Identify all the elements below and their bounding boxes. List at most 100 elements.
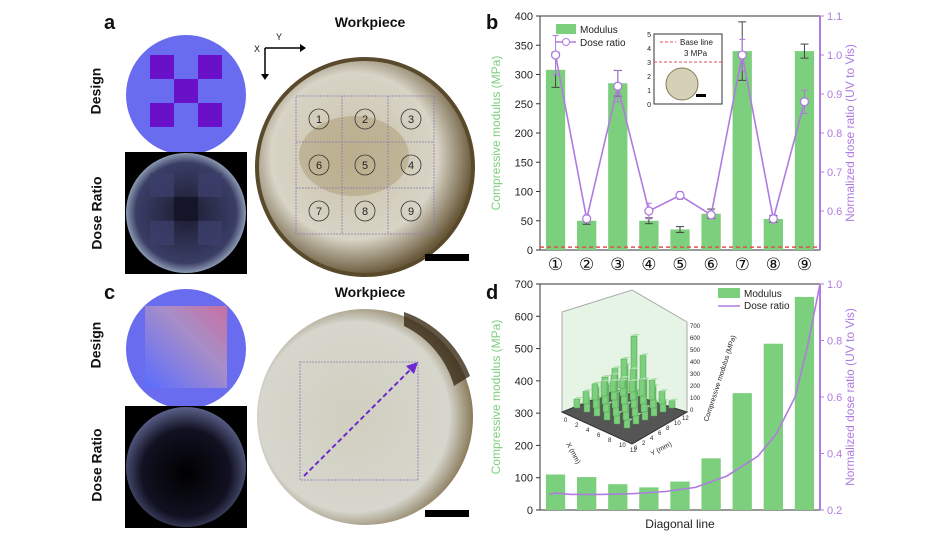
workpiece-photo-c (257, 309, 473, 525)
x-tick-label: ⑤ (672, 255, 687, 274)
bar-modulus (577, 477, 597, 510)
y-tick-label: 200 (515, 128, 533, 140)
inset-y-tick-label: 1 (647, 88, 651, 95)
inset-3d-y-tick: 6 (658, 431, 662, 437)
inset-3d-bar-top (612, 366, 621, 369)
chart-d-modulus-dose: 01002003004005006007000.20.40.60.81.0Dia… (489, 279, 857, 531)
cell-label: 7 (316, 206, 322, 218)
scale-bar-a (425, 254, 469, 261)
design-label-a: Design (87, 67, 104, 115)
y-tick-label: 0 (527, 245, 533, 257)
x-tick-label: ③ (610, 255, 625, 274)
inset-3d-bar-top (659, 389, 668, 392)
dose-ratio-point (706, 210, 716, 220)
axis-x-label: X (254, 44, 261, 54)
inset-y-tick-label: 0 (647, 102, 651, 109)
inset-3d-bar-top (592, 381, 601, 384)
bar-modulus (670, 481, 690, 510)
panel-label-d: d (486, 282, 499, 304)
inset-legend-value: 3 MPa (684, 49, 708, 58)
dose-ratio-point (675, 190, 685, 201)
inset-3d-z-tick: 100 (690, 396, 701, 402)
scale-bar-c (425, 510, 469, 517)
inset-3d-z-tick: 500 (690, 348, 701, 354)
dose-ratio-label-c: Dose Ratio (88, 428, 105, 502)
axis-y-label: Y (276, 32, 283, 42)
bar-modulus (545, 474, 566, 510)
inset-3d-bar (582, 391, 590, 405)
legend-label-modulus: Modulus (744, 289, 782, 300)
inset-3d-bar-top (639, 377, 648, 380)
y2-tick-label: 0.4 (827, 449, 842, 461)
inset-3d-bar (638, 379, 646, 397)
y-tick-label: 150 (515, 157, 533, 169)
dose-ratio-point (768, 214, 778, 224)
design-pattern-a (126, 35, 246, 155)
inset-3d-bar (573, 398, 581, 409)
inset-3d-x-tick: 6 (597, 433, 601, 439)
inset-y-tick-label: 2 (647, 74, 651, 81)
inset-3d-x-tick: 4 (586, 428, 590, 434)
inset-y-tick-label: 3 (647, 60, 651, 67)
inset-3d-bar-top (649, 378, 658, 381)
inset-3d-bar (628, 380, 636, 393)
design-label-c: Design (87, 321, 104, 369)
cell-label: 6 (316, 160, 322, 172)
panel-label-c: c (104, 282, 116, 304)
design-pattern-c (126, 289, 246, 409)
x-tick-label: ⑥ (703, 255, 718, 274)
inset-3d-x-tick: 10 (619, 443, 626, 449)
bar-modulus (701, 213, 721, 250)
inset-3d-bar (658, 391, 666, 405)
inset-3d-bar (632, 414, 640, 425)
inset-3d-bar (618, 380, 626, 389)
inset-3d-bar (609, 380, 617, 393)
inset-sample-photo (665, 67, 699, 101)
inset-3d-bar (591, 383, 599, 401)
bar-modulus (732, 393, 752, 510)
inset-3d-y-tick: 12 (682, 416, 689, 422)
cell-label: 3 (408, 114, 414, 126)
bar-modulus (608, 83, 628, 251)
dose-ratio-point (799, 97, 810, 107)
inset-3d-z-tick: 700 (690, 324, 701, 330)
bar-modulus (545, 69, 566, 250)
inset-3d-bar-top (601, 379, 610, 382)
bar-modulus (670, 229, 690, 250)
legend-label-modulus: Modulus (580, 25, 618, 36)
y2-tick-label: 0.9 (827, 89, 842, 101)
cell-label: 8 (362, 206, 368, 218)
inset-3d-bar-top (574, 397, 583, 399)
y-tick-label: 600 (515, 311, 533, 323)
y-tick-label: 400 (515, 11, 533, 23)
legend-label-dose: Dose ratio (744, 301, 790, 312)
dose-ratio-point (644, 206, 654, 216)
bar-modulus (701, 458, 721, 510)
y-tick-label: 500 (515, 344, 533, 356)
x-tick-label: ① (548, 255, 563, 274)
inset-3d-x-tick: 12 (630, 448, 637, 454)
inset-y-tick-label: 4 (647, 46, 651, 53)
dose-ratio-map-a (125, 152, 247, 274)
y2-tick-label: 0.8 (827, 336, 842, 348)
inset-3d-bar (668, 400, 676, 409)
inset-3d-y-tick: 0 (634, 446, 638, 452)
x-tick-label: ② (579, 255, 594, 274)
y2-tick-label: 0.6 (827, 392, 842, 404)
inset-y-tick-label: 5 (647, 32, 651, 39)
inset-3d-bar-top (621, 357, 630, 359)
dose-ratio-map-c (125, 406, 247, 528)
bar-modulus (577, 220, 597, 250)
inset-3d-bar-top (583, 389, 592, 392)
inset-3d-z-tick: 300 (690, 372, 701, 378)
dose-ratio-point (737, 50, 747, 60)
inset-3d-bar-top (631, 334, 640, 336)
inset-3d-y-tick: 2 (642, 441, 646, 447)
inset-3d-bar (600, 381, 608, 397)
y-axis-title: Compressive modulus (MPa) (489, 320, 503, 475)
legend-swatch-modulus (718, 288, 740, 298)
inset-3d-bar-top (640, 353, 649, 356)
panel-label-a: a (104, 12, 116, 34)
inset-3d-bar-top (602, 375, 611, 377)
